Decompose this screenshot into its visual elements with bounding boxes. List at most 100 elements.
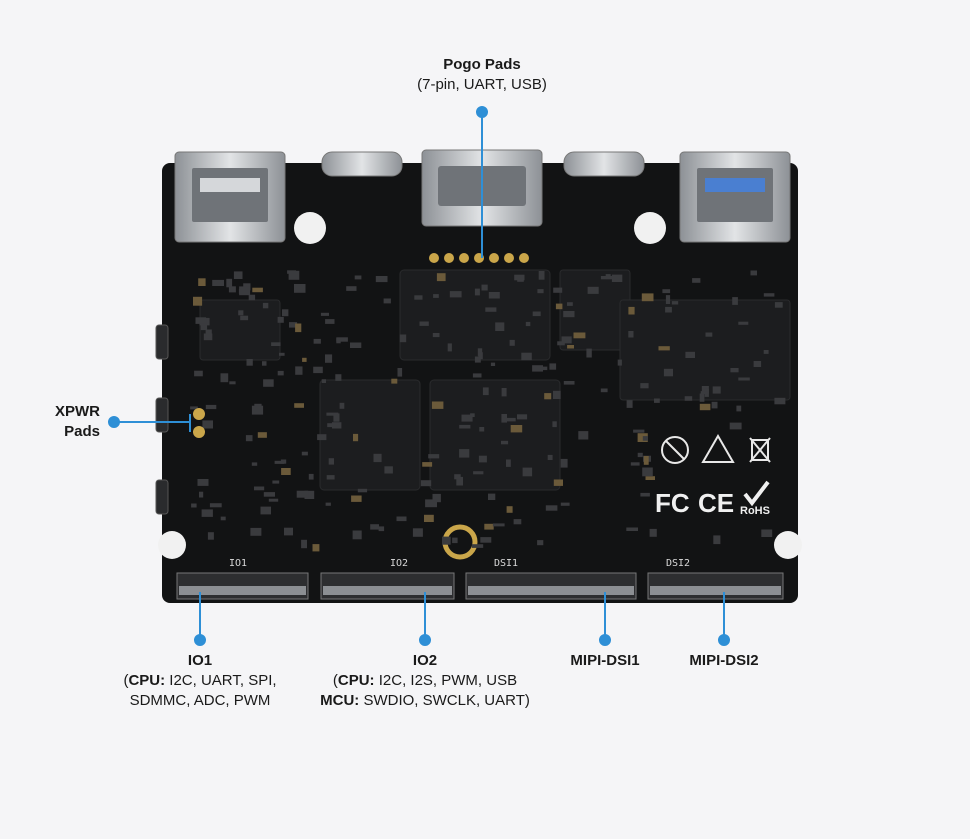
smd-component [600, 388, 608, 393]
smd-component [205, 329, 212, 339]
smd-component [412, 528, 423, 537]
smd-component [477, 348, 483, 356]
smd-component [442, 536, 451, 545]
smd-component [333, 413, 340, 422]
usb-a-port-left [174, 151, 286, 243]
smd-component [302, 357, 307, 362]
smd-component [233, 271, 243, 279]
smd-component [277, 316, 284, 323]
smd-component [274, 460, 285, 464]
rohs-check-icon [743, 480, 770, 507]
smd-component [304, 490, 315, 499]
smd-component [665, 306, 672, 313]
xpwr-line1: XPWR [55, 403, 100, 420]
smd-component [422, 462, 433, 467]
smd-component [763, 350, 769, 354]
smd-component [375, 276, 388, 283]
smd-component [587, 286, 599, 294]
smd-component [738, 377, 750, 381]
smd-component [553, 390, 561, 399]
smd-component [665, 295, 671, 304]
smd-component [567, 345, 574, 349]
smd-component [419, 321, 429, 326]
silk-io2: IO2 [390, 558, 408, 569]
side-buttons [155, 324, 169, 515]
smd-component [472, 373, 482, 378]
smd-component [313, 366, 323, 374]
xpwr-line2: Pads [64, 423, 100, 440]
smd-component [474, 356, 481, 363]
smd-component [296, 490, 309, 498]
smd-component [370, 524, 379, 530]
smd-component [254, 486, 265, 491]
smd-component [428, 454, 440, 459]
rohs-mark: RoHS [740, 505, 770, 517]
smd-component [449, 291, 462, 298]
smd-component [538, 271, 545, 280]
smd-component [262, 302, 269, 309]
pogo-pad [519, 253, 529, 263]
smd-component [557, 341, 565, 346]
smd-component [560, 502, 570, 506]
smd-component [201, 509, 213, 517]
smd-component [478, 352, 483, 360]
smd-component [288, 270, 300, 280]
usb-c-port-1 [321, 151, 403, 177]
smd-component [537, 540, 544, 546]
smd-component [532, 365, 543, 372]
smd-component [713, 535, 721, 545]
smd-component [199, 491, 204, 498]
smd-component [312, 544, 320, 552]
pogo-pads-title: Pogo Pads [443, 56, 521, 73]
pogo-pads-label: Pogo Pads (7-pin, UART, USB) [392, 55, 572, 95]
smd-component [301, 539, 307, 549]
smd-component [245, 435, 253, 442]
smd-component [220, 373, 229, 383]
smd-component [327, 423, 334, 428]
smd-component [738, 321, 749, 325]
smd-component [209, 503, 222, 508]
smd-component [506, 459, 511, 467]
smd-component [397, 368, 403, 377]
dsi2-title: MIPI-DSI2 [689, 652, 759, 669]
smd-component [501, 414, 507, 423]
smd-component [251, 462, 258, 466]
smd-component [352, 530, 362, 540]
smd-component [459, 424, 471, 429]
smd-component [229, 381, 236, 385]
smd-component [637, 433, 648, 442]
smd-component [250, 527, 262, 536]
smd-component [490, 362, 496, 366]
smd-component [246, 359, 253, 366]
smd-component [357, 488, 368, 493]
smd-component [320, 312, 329, 316]
smd-component [522, 467, 533, 477]
smd-component [525, 321, 531, 327]
smd-component [753, 361, 762, 367]
smd-component [378, 526, 385, 532]
smd-component [328, 458, 334, 465]
smd-component [658, 346, 670, 351]
smd-component [642, 467, 653, 477]
smd-component [277, 370, 284, 376]
smd-component [399, 334, 407, 343]
smd-component [514, 274, 525, 281]
smd-component [730, 368, 739, 373]
silk-dsi1: DSI1 [494, 558, 518, 569]
smd-component [517, 414, 528, 420]
xpwr-pads-label: XPWR Pads [40, 402, 100, 442]
io1-line1: (CPU: I2C, UART, SPI, [123, 672, 277, 689]
smd-component [488, 292, 500, 299]
smd-component [641, 293, 654, 302]
smd-component [195, 317, 207, 324]
smd-component [325, 354, 333, 363]
smd-component [200, 321, 208, 331]
smd-component [662, 289, 671, 294]
smd-component [700, 391, 708, 395]
smd-component [626, 400, 633, 408]
smd-component [600, 276, 612, 280]
smd-component [251, 405, 264, 415]
smd-component [271, 342, 281, 346]
smd-component [248, 294, 256, 301]
smd-component [252, 287, 263, 293]
